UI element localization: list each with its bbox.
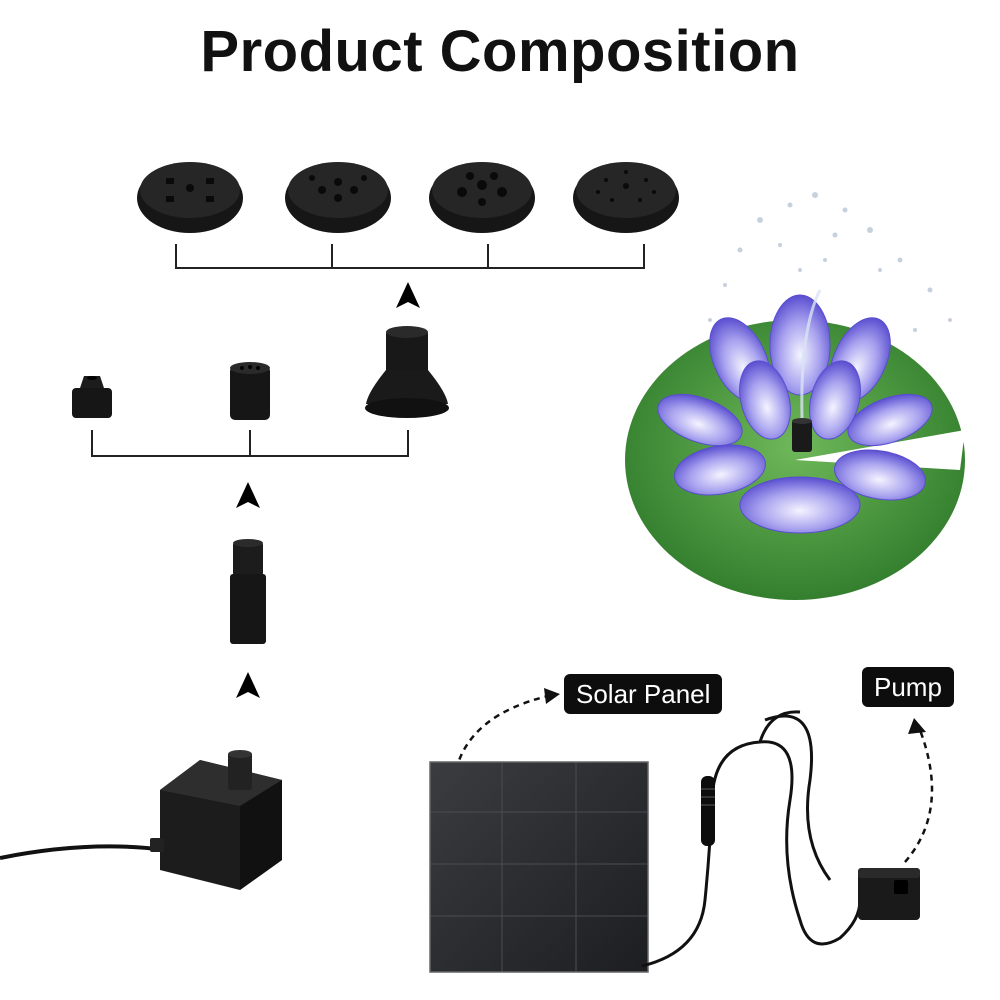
- nozzle-disc-2: [285, 162, 391, 233]
- page-title: Product Composition: [200, 19, 800, 84]
- cone-nozzle: [72, 376, 112, 418]
- spray-nozzle: [230, 362, 270, 420]
- curved-dashed-arrow-icon: [904, 718, 934, 863]
- arrow-up-icon: [396, 282, 420, 308]
- solar-panel: [429, 761, 649, 973]
- pump-closeup: [0, 750, 282, 890]
- arrow-up-icon: [236, 482, 260, 508]
- lotus-fountain-image: [625, 192, 965, 600]
- disc-adapter: [365, 326, 449, 418]
- pump-small: [858, 868, 920, 920]
- nozzle-disc-1: [137, 162, 243, 233]
- nozzle-bracket: [91, 430, 409, 457]
- arrow-up-icon: [236, 672, 260, 698]
- disc-bracket: [175, 244, 645, 269]
- pump-label: Pump: [862, 667, 954, 707]
- solar-panel-label: Solar Panel: [564, 674, 723, 714]
- curved-dashed-arrow-icon: [454, 688, 560, 771]
- nozzle-disc-3: [429, 162, 535, 233]
- nozzle-disc-4: [573, 162, 679, 233]
- extension-tube: [230, 539, 266, 644]
- cable: [641, 710, 862, 968]
